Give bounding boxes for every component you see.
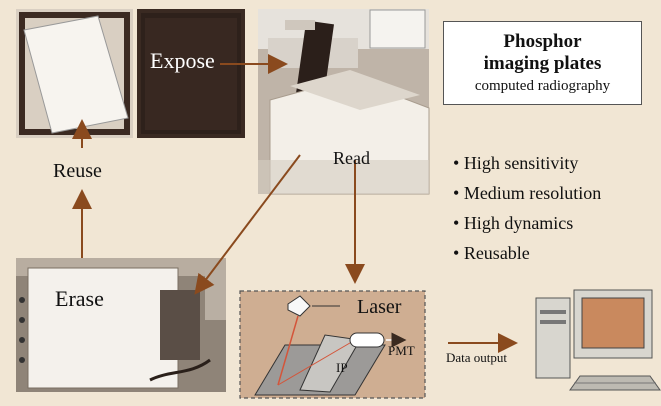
- label-ip: IP: [336, 360, 348, 375]
- laser-schematic-panel: [239, 290, 426, 399]
- feature-item: Reusable: [453, 238, 601, 268]
- feature-item: High sensitivity: [453, 148, 601, 178]
- label-pmt: PMT: [388, 343, 415, 358]
- label-expose: Expose: [150, 48, 215, 73]
- arrow-read-to-erase: [194, 154, 301, 295]
- title-subtitle: computed radiography: [474, 78, 611, 94]
- feature-item: High dynamics: [453, 208, 601, 238]
- feature-list: High sensitivity Medium resolution High …: [453, 148, 602, 268]
- photo-reader-machine: [258, 9, 430, 195]
- photo-eraser-device: [16, 258, 226, 392]
- label-reuse: Reuse: [53, 160, 102, 182]
- photo-dark-plate: [137, 9, 245, 138]
- title-line-2: imaging plates: [483, 53, 602, 74]
- computer-illustration: [535, 289, 661, 391]
- title-box: Phosphor imaging plates computed radiogr…: [443, 21, 642, 105]
- photo-plate-frame: [16, 9, 133, 138]
- label-laser: Laser: [357, 296, 402, 318]
- label-erase: Erase: [55, 286, 104, 311]
- feature-item: Medium resolution: [453, 178, 602, 208]
- label-read: Read: [333, 148, 370, 168]
- title-line-1: Phosphor: [503, 31, 582, 52]
- label-data-output: Data output: [446, 350, 508, 365]
